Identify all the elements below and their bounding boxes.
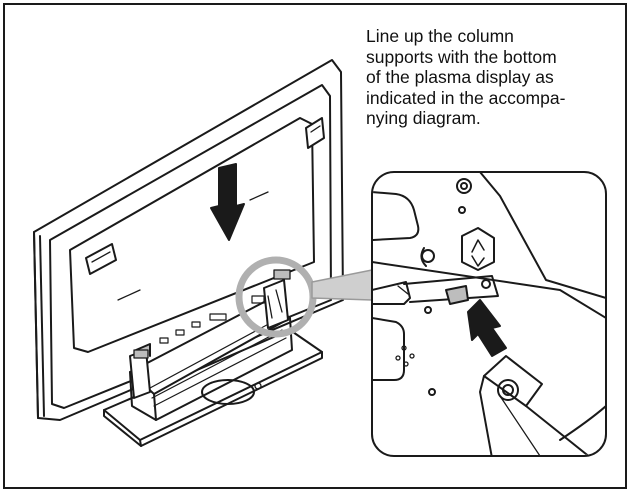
down-arrow-icon — [210, 163, 245, 241]
detail-inset — [371, 171, 607, 457]
up-arrow-icon — [467, 299, 507, 357]
instruction-text: Line up the column supports with the bot… — [366, 26, 566, 128]
